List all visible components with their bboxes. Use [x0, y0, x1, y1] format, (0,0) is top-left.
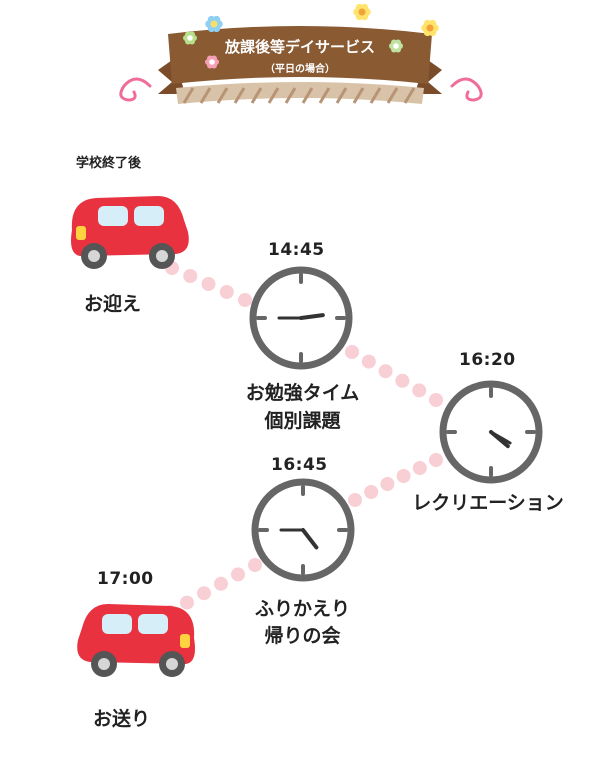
- clock-hour-hand: [301, 528, 319, 550]
- path-dot: [412, 383, 427, 398]
- car-icon: [77, 604, 195, 677]
- banner-stripe-line: [199, 87, 212, 104]
- path-dot: [201, 277, 216, 291]
- flower-center: [358, 8, 366, 16]
- flower-center: [209, 59, 215, 65]
- path-dot: [197, 586, 211, 601]
- car-hub: [156, 250, 168, 262]
- car-hub: [166, 658, 178, 670]
- banner-stripe-line: [216, 87, 229, 104]
- flower-icon: [421, 19, 439, 37]
- banner-stripe-line: [250, 87, 263, 104]
- flower-icon: [389, 39, 403, 53]
- path-dot: [345, 345, 359, 359]
- dotted-path: [345, 345, 443, 407]
- path-dot: [231, 567, 245, 582]
- car-light: [180, 634, 190, 648]
- step-4-time: 16:45: [271, 455, 328, 475]
- car-hub: [88, 250, 100, 262]
- flower-icon: [183, 31, 197, 45]
- path-dot: [183, 269, 198, 283]
- clock-hour-hand: [299, 313, 325, 320]
- flower-icon: [205, 55, 219, 69]
- car-window-front: [98, 206, 128, 226]
- path-dot: [364, 485, 379, 499]
- banner-stripe-line: [369, 87, 382, 104]
- clock-icon: [249, 266, 353, 370]
- step-3-label: レクリエーション: [412, 492, 564, 514]
- path-dot: [248, 558, 262, 572]
- path-dot: [429, 453, 443, 467]
- banner-stripe-line: [182, 87, 195, 104]
- flower-center: [187, 35, 193, 41]
- path-dot: [219, 285, 234, 299]
- path-dot: [378, 364, 393, 379]
- path-dot: [238, 293, 252, 307]
- flower-icon: [205, 15, 223, 33]
- path-dot: [214, 576, 228, 591]
- step-5-time: 17:00: [97, 569, 154, 589]
- flower-center: [393, 43, 399, 49]
- clock-minute-hand: [489, 430, 512, 445]
- banner-subtitle: （平日の場合）: [265, 64, 335, 75]
- path-dot: [396, 469, 411, 483]
- ribbon-curl-path: [450, 77, 483, 102]
- banner-stripe-line: [301, 87, 314, 104]
- path-dot: [380, 477, 395, 491]
- step-2-label-2: 個別課題: [264, 410, 341, 432]
- car-hub: [98, 658, 110, 670]
- path-dot: [395, 373, 410, 388]
- car-window-rear: [134, 206, 164, 226]
- step-2-label-1: お勉強タイム: [245, 382, 360, 404]
- step-4-label-2: 帰りの会: [264, 625, 341, 647]
- flower-center: [426, 24, 434, 32]
- ribbon-curl: [119, 77, 152, 102]
- path-dot: [180, 595, 194, 610]
- path-dot: [348, 493, 362, 507]
- clock-icon: [439, 380, 543, 484]
- flower-center: [210, 20, 218, 28]
- path-dot: [429, 393, 443, 407]
- car-window-rear: [102, 614, 132, 634]
- dotted-path: [165, 261, 252, 307]
- clock-icon: [251, 478, 355, 582]
- step-5-label: お送り: [93, 708, 151, 730]
- ribbon-curl-path: [119, 77, 152, 102]
- path-dot: [361, 354, 376, 369]
- banner-stripe: [176, 82, 424, 104]
- banner-stripe-line: [386, 87, 399, 104]
- banner-stripe-line: [403, 87, 416, 104]
- step-3-time: 16:20: [459, 350, 516, 370]
- car-icon: [71, 196, 189, 269]
- banner: [158, 26, 442, 104]
- step-1-time: 学校終了後: [76, 156, 142, 171]
- banner-stripe-line: [233, 87, 246, 104]
- banner-stripe-line: [352, 87, 365, 104]
- banner-stripe-line: [318, 87, 331, 104]
- banner-ribbon: [168, 26, 432, 84]
- dotted-path: [348, 453, 443, 507]
- path-dot: [412, 461, 427, 475]
- step-1-label: お迎え: [84, 293, 142, 315]
- banner-stripe-line: [335, 87, 348, 104]
- car-window-front: [138, 614, 168, 634]
- step-4-label-1: ふりかえり: [254, 598, 350, 620]
- step-2-time: 14:45: [268, 240, 325, 260]
- ribbon-curl: [450, 77, 483, 102]
- flower-icon: [353, 3, 371, 21]
- banner-stripe-line: [267, 87, 280, 104]
- banner-title: 放課後等デイサービス: [224, 38, 375, 56]
- car-light: [76, 226, 86, 240]
- banner-stripe-line: [284, 87, 297, 104]
